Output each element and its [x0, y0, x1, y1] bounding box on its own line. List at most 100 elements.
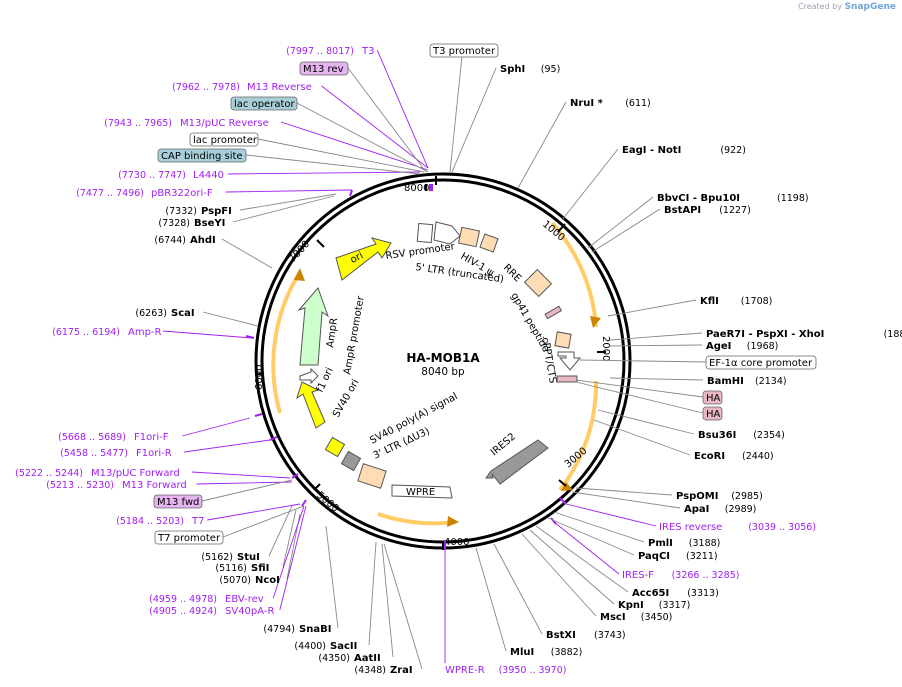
primer-position: (4905 .. 4924): [149, 606, 217, 617]
enzyme-name: PspFI: [201, 206, 232, 217]
feature-box: [153, 494, 203, 509]
enzyme-position: (4400): [294, 641, 326, 652]
plasmid-name: HA-MOB1A: [406, 351, 480, 365]
rre-box: [523, 268, 553, 298]
primer-name: M13/pUC Reverse: [180, 118, 269, 129]
primer-position: (3266 .. 3285): [672, 570, 740, 581]
enzyme-leader: [593, 419, 691, 456]
enzyme-position: (1883): [884, 329, 902, 340]
enzyme-name: AhdI: [190, 235, 216, 246]
feature-leader: [575, 381, 704, 414]
feature-leader: [579, 359, 707, 363]
enzyme-position: (2134): [755, 376, 787, 387]
enzyme-leader: [521, 533, 597, 617]
enzyme-leader: [282, 509, 297, 568]
enzyme-position: (4348): [354, 665, 386, 676]
ampr-promoter-label: AmpR promoter: [342, 294, 367, 375]
primer-position: (3039 .. 3056): [748, 522, 816, 533]
enzyme-position: (4794): [263, 624, 295, 635]
primer-position: (7477 .. 7496): [76, 188, 144, 199]
enzyme-position: (3317): [659, 600, 691, 611]
feature-box: [705, 355, 817, 370]
feature-box-label: EF-1α core promoter: [709, 358, 813, 369]
feature-leader: [575, 379, 704, 398]
primer-leader: [207, 503, 301, 521]
enzyme-leader: [221, 238, 273, 269]
primer-name: M13 Forward: [122, 480, 187, 491]
tick-label: 4000: [444, 537, 469, 548]
primer-position: (7730 .. 7747): [118, 170, 186, 181]
enzyme-position: (2989): [725, 504, 757, 515]
primer-leader: [321, 85, 429, 169]
enzyme-name: BseYI: [194, 218, 225, 229]
enzyme-name: PmlI: [648, 538, 673, 549]
orf-arcs: [271, 221, 601, 527]
enzyme-leader: [383, 543, 423, 670]
feature-box-label: T3 promoter: [432, 46, 496, 57]
enzyme-name: SphI: [500, 64, 525, 75]
enzyme-leader: [607, 299, 697, 317]
enzyme-leader: [597, 409, 695, 435]
primer-position: (5458 .. 5477): [60, 448, 128, 459]
enzyme-name: BstAPI: [664, 205, 701, 216]
feature-box: [429, 43, 499, 58]
enzyme-position: (1968): [747, 341, 779, 352]
feature-box: [299, 61, 349, 76]
feature-leader: [296, 102, 429, 173]
ltr5-box: [457, 226, 481, 248]
feature-leader: [245, 154, 421, 175]
leader-lines: [162, 49, 707, 670]
primer-name: M13/pUC Forward: [91, 468, 180, 479]
top-ring-features: [245, 184, 567, 550]
feature-box-label: HA: [706, 393, 721, 404]
enzyme-position: (95): [541, 64, 561, 75]
enzyme-name: PaeR7I - PspXI - XhoI: [706, 329, 824, 340]
enzyme-position: (6744): [154, 235, 186, 246]
primer-leader: [553, 521, 620, 575]
ori-arrow: [335, 237, 392, 281]
ltr3-box: [357, 463, 387, 489]
primer-name: SV40pA-R: [225, 606, 274, 617]
feature-leader: [347, 67, 427, 173]
enzyme-name: MscI: [600, 612, 626, 623]
primer-name: WPRE-R: [445, 665, 485, 676]
enzyme-name: AatII: [354, 653, 381, 664]
enzyme-position: (2440): [742, 451, 774, 462]
primer-name: T7: [191, 516, 204, 527]
primer-position: (4959 .. 4978): [149, 594, 217, 605]
feature-box-label: lac operator: [234, 99, 295, 110]
enzyme-position: (1708): [741, 296, 773, 307]
orf-arc-1: [550, 221, 598, 328]
primer-leader: [280, 121, 429, 171]
enzyme-leader: [553, 511, 645, 543]
feature-box: [189, 132, 259, 147]
wpre-label: WPRE: [406, 487, 435, 498]
f1-ori-label: f1 ori: [315, 366, 336, 394]
primer-position: (7962 .. 7978): [172, 82, 240, 93]
enzyme-position: (4350): [318, 653, 350, 664]
enzyme-position: (3450): [641, 612, 673, 623]
primer-position: (7943 .. 7965): [104, 118, 172, 129]
enzyme-position: (2354): [753, 430, 785, 441]
enzyme-name: Acc65I: [632, 588, 669, 599]
rsv-promoter-label: RSV promoter: [385, 241, 456, 262]
enzyme-position: (1198): [777, 193, 809, 204]
feature-box: [230, 96, 298, 111]
feature-leader: [222, 505, 305, 538]
enzyme-name: AgeI: [706, 341, 731, 352]
primer-leader: [162, 330, 253, 339]
enzyme-name: BbvCI - Bpu10I: [657, 193, 740, 204]
feature-box-label: lac promoter: [193, 135, 258, 146]
enzyme-position: (3211): [686, 551, 718, 562]
feature-box: [702, 390, 723, 405]
tick-label: 6000: [254, 365, 265, 390]
enzyme-leader: [561, 148, 619, 221]
primer-name: EBV-rev: [225, 594, 264, 605]
feature-labels: SphI(95)NruI *(611)EagI - NotI(922)BbvCI…: [15, 43, 902, 676]
enzyme-position: (922): [720, 145, 746, 156]
primer-name: F1ori-R: [136, 448, 172, 459]
primer-leader: [182, 417, 251, 437]
enzyme-position: (5162): [201, 552, 233, 563]
primer-leader: [279, 505, 307, 611]
